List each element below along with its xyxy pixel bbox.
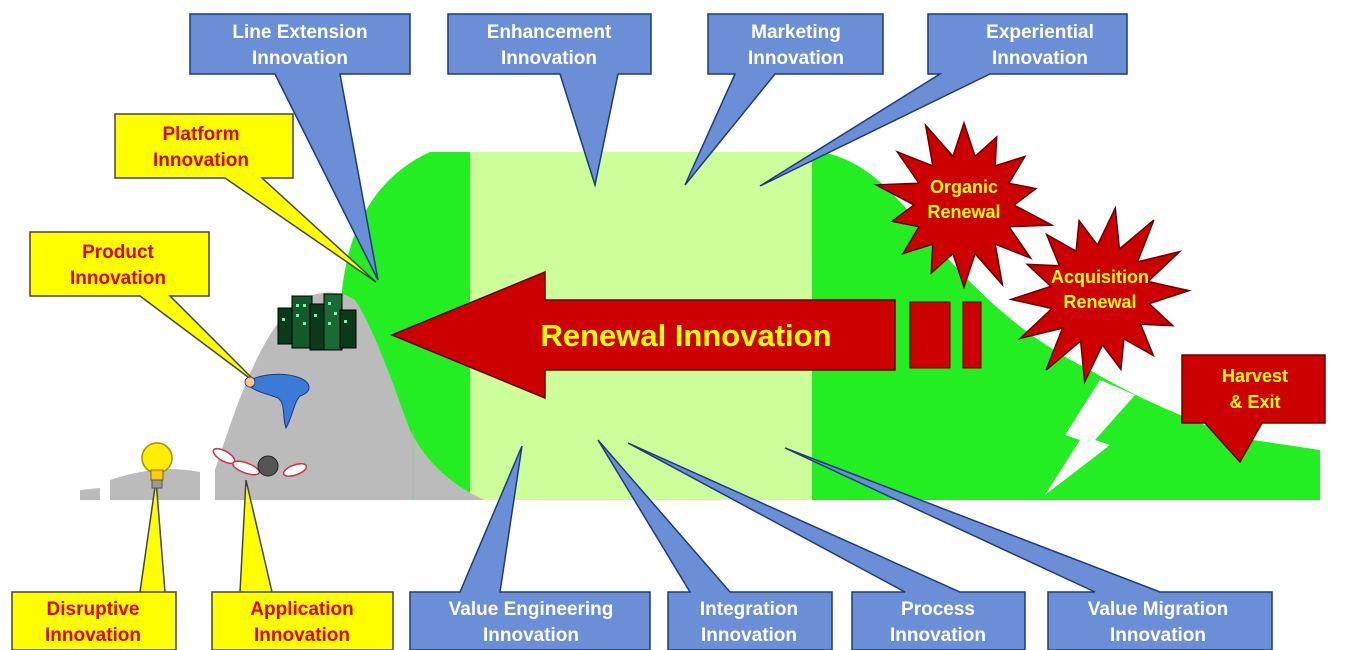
callout-integration: Integration Innovation	[597, 439, 833, 650]
callout-process-line1: Process	[901, 599, 975, 620]
callout-value-engineering-line1: Value Engineering	[449, 599, 614, 620]
gray-hill-small	[80, 469, 200, 500]
callout-experiential: Experiential Innovation	[759, 13, 1128, 187]
callout-platform: Platform Innovation	[114, 113, 377, 283]
callout-platform-line2: Innovation	[153, 150, 249, 171]
starburst-organic-line1: Organic	[930, 177, 998, 197]
callout-line-extension-line1: Line Extension	[232, 22, 367, 43]
callout-product-line2: Innovation	[70, 268, 166, 289]
starburst-acquisition-line2: Renewal	[1063, 292, 1136, 312]
callout-integration-line2: Innovation	[701, 625, 797, 646]
callout-enhancement-line2: Innovation	[501, 48, 597, 69]
callout-product-line1: Product	[82, 242, 154, 263]
callout-disruptive: Disruptive Innovation	[11, 479, 177, 650]
callout-application: Application Innovation	[211, 479, 394, 650]
lightning-bolt-icon	[1045, 380, 1135, 495]
harvest-line1: Harvest	[1222, 366, 1288, 386]
callout-value-migration: Value Migration Innovation	[784, 447, 1273, 650]
lightbulb-icon	[141, 442, 173, 489]
callout-disruptive-line1: Disruptive	[47, 599, 140, 620]
renewal-arrow	[390, 270, 896, 400]
callout-process: Process Innovation	[627, 442, 1026, 650]
callout-value-migration-line2: Innovation	[1110, 625, 1206, 646]
callout-line-extension: Line Extension Innovation	[189, 13, 411, 281]
callout-enhancement: Enhancement Innovation	[447, 13, 652, 188]
starburst-organic-renewal: Organic Renewal	[873, 120, 1055, 290]
starburst-acquisition-line1: Acquisition	[1051, 267, 1149, 287]
starburst-organic-line2: Renewal	[927, 202, 1000, 222]
harvest-line2: & Exit	[1229, 392, 1280, 412]
callout-value-migration-line1: Value Migration	[1088, 599, 1228, 620]
arrow-bar-2	[962, 301, 982, 369]
callout-application-line1: Application	[250, 599, 353, 620]
callout-experiential-line1: Experiential	[986, 22, 1094, 43]
callout-harvest-exit: Harvest & Exit	[1181, 354, 1326, 464]
starburst-acquisition-renewal: Acquisition Renewal	[1008, 205, 1192, 385]
callout-application-line2: Innovation	[254, 625, 350, 646]
city-buildings-icon	[277, 293, 357, 351]
callout-disruptive-line2: Innovation	[45, 625, 141, 646]
callout-integration-line1: Integration	[700, 599, 798, 620]
callout-process-line2: Innovation	[890, 625, 986, 646]
callout-enhancement-line1: Enhancement	[487, 22, 612, 43]
callout-line-extension-line2: Innovation	[252, 48, 348, 69]
callout-marketing-line2: Innovation	[748, 48, 844, 69]
callout-platform-line1: Platform	[162, 124, 239, 145]
callout-marketing: Marketing Innovation	[684, 13, 884, 186]
renewal-arrow-label: Renewal Innovation	[540, 318, 831, 353]
callout-value-engineering: Value Engineering Innovation	[409, 445, 651, 650]
callout-product: Product Innovation	[29, 231, 261, 387]
swimmer-icon	[244, 373, 310, 430]
callout-marketing-line1: Marketing	[751, 22, 841, 43]
callout-value-engineering-line2: Innovation	[483, 625, 579, 646]
bowling-pins-icon	[212, 447, 308, 477]
arrow-bar-1	[909, 301, 951, 369]
callout-experiential-line2: Innovation	[992, 48, 1088, 69]
